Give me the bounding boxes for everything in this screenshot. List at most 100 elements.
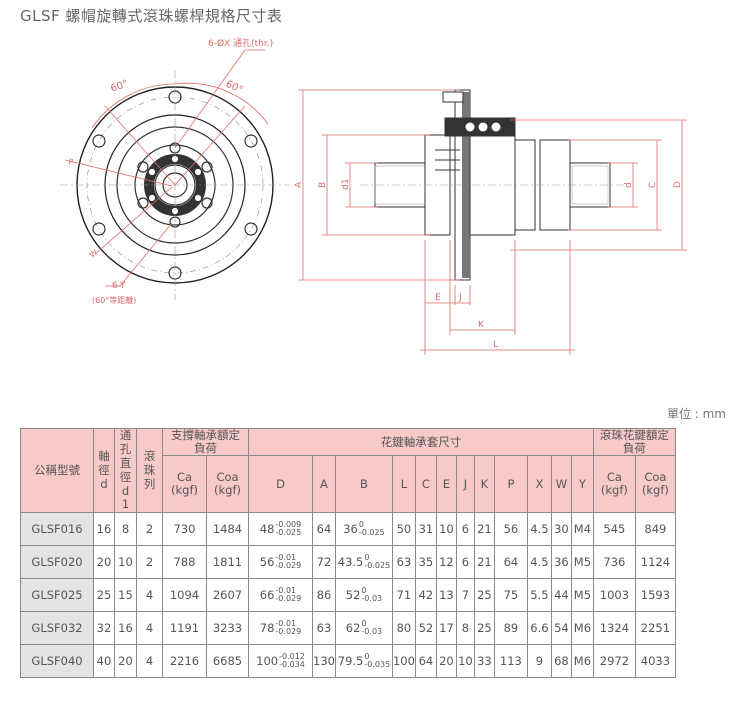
cell-L: 63	[391, 545, 416, 580]
dim-a: A	[294, 181, 304, 188]
cell-d1: 20	[114, 644, 137, 679]
cell-A: 64	[312, 512, 336, 547]
unit-label: 單位 : mm	[666, 407, 726, 421]
cell-rows: 2	[136, 545, 163, 580]
cell-D: 100-0.012-0.034	[248, 644, 313, 679]
cell-ca: 1094	[162, 578, 207, 613]
cell-model: GLSF020	[20, 545, 94, 580]
cell-E: 17	[435, 611, 457, 646]
header-E: E	[435, 455, 457, 514]
dim-j: J	[458, 293, 462, 303]
cell-E: 12	[435, 545, 457, 580]
cell-coa: 2607	[206, 578, 249, 613]
cell-Y: M5	[570, 545, 594, 580]
cell-J: 6	[455, 545, 475, 580]
cell-L: 80	[391, 611, 416, 646]
cell-X: 9	[526, 644, 552, 679]
callout-6y: 6-Y	[112, 281, 126, 291]
cell-ball-ca: 1003	[592, 578, 636, 613]
cell-C: 42	[414, 578, 437, 613]
cell-model: GLSF040	[20, 644, 94, 679]
cell-coa: 1811	[206, 545, 249, 580]
header-shaft: 軸徑d	[93, 427, 115, 514]
cell-model: GLSF016	[20, 512, 94, 547]
cell-d1: 8	[114, 512, 137, 547]
cell-d: 25	[93, 578, 115, 613]
dim-k: K	[478, 320, 485, 330]
cell-rows: 4	[136, 644, 163, 679]
cell-model: GLSF025	[20, 578, 94, 613]
cell-Y: M6	[570, 611, 594, 646]
cell-coa: 1484	[206, 512, 249, 547]
cell-coa: 3233	[206, 611, 249, 646]
cell-Y: M5	[570, 578, 594, 613]
cell-D: 66-0.01-0.029	[248, 578, 313, 613]
cell-P: 56	[493, 512, 528, 547]
dim-l: L	[493, 340, 498, 350]
cell-K: 25	[473, 611, 495, 646]
holes-callout: 6-ØX 通孔(thr.)	[208, 38, 273, 49]
cell-K: 21	[473, 512, 495, 547]
dim-d: d	[624, 182, 634, 188]
cell-coa: 6685	[206, 644, 249, 679]
header-C: C	[414, 455, 437, 514]
cell-J: 7	[455, 578, 475, 613]
cell-A: 86	[312, 578, 336, 613]
cell-C: 52	[414, 611, 437, 646]
header-P: P	[493, 455, 528, 514]
cell-E: 20	[435, 644, 457, 679]
header-K: K	[473, 455, 495, 514]
cell-ball-coa: 849	[634, 512, 676, 547]
cell-K: 33	[473, 644, 495, 679]
cell-P: 75	[493, 578, 528, 613]
cell-D: 78-0.01-0.029	[248, 611, 313, 646]
cell-ca: 788	[162, 545, 207, 580]
cell-d1: 10	[114, 545, 137, 580]
header-J: J	[455, 455, 475, 514]
dim-d-outer: D	[673, 181, 683, 188]
header-coa: Coa(kgf)	[206, 455, 249, 514]
header-model: 公稱型號	[20, 427, 94, 514]
header-D: D	[248, 455, 313, 514]
cell-ball-ca: 2972	[592, 644, 636, 679]
label-w: W	[88, 248, 100, 260]
cell-A: 72	[312, 545, 336, 580]
technical-drawing: 60° 60° 6-ØX 通孔(thr.) P W 6-Y (60°等距離)	[60, 38, 687, 355]
cell-rows: 4	[136, 578, 163, 613]
cell-rows: 4	[136, 611, 163, 646]
cell-model: GLSF032	[20, 611, 94, 646]
dim-c: C	[648, 182, 658, 188]
cell-L: 100	[391, 644, 416, 679]
cell-ca: 2216	[162, 644, 207, 679]
cell-d: 16	[93, 512, 115, 547]
cell-X: 4.5	[526, 545, 552, 580]
header-W: W	[550, 455, 572, 514]
table-row: GLSF025 25 15 4 1094 2607 66-0.01-0.029 …	[20, 578, 676, 613]
dim-d1: d1	[341, 179, 351, 190]
cell-Y: M4	[570, 512, 594, 547]
cell-ball-coa: 2251	[634, 611, 676, 646]
cell-A: 130	[312, 644, 336, 679]
dim-e: E	[435, 293, 441, 303]
cell-d1: 15	[114, 578, 137, 613]
header-spline-dims: 花鍵軸承套尺寸	[248, 427, 594, 457]
cell-P: 113	[493, 644, 528, 679]
cell-Y: M6	[570, 644, 594, 679]
cell-P: 64	[493, 545, 528, 580]
cell-ball-ca: 545	[592, 512, 636, 547]
cell-W: 68	[550, 644, 572, 679]
cell-W: 36	[550, 545, 572, 580]
cell-D: 48-0.009-0.025	[248, 512, 313, 547]
cell-d1: 16	[114, 611, 137, 646]
cell-C: 31	[414, 512, 437, 547]
spec-table: 公稱型號 軸徑d 通孔直徑d1 滾珠列 支撐軸承額定負荷 花鍵軸承套尺寸 滾珠花…	[20, 427, 676, 679]
cell-X: 4.5	[526, 512, 552, 547]
cell-rows: 2	[136, 512, 163, 547]
cell-W: 54	[550, 611, 572, 646]
cell-C: 64	[414, 644, 437, 679]
table-row: GLSF040 40 20 4 2216 6685 100-0.012-0.03…	[20, 644, 676, 679]
table-row: GLSF016 16 8 2 730 1484 48-0.009-0.025 6…	[20, 512, 676, 547]
cell-E: 10	[435, 512, 457, 547]
